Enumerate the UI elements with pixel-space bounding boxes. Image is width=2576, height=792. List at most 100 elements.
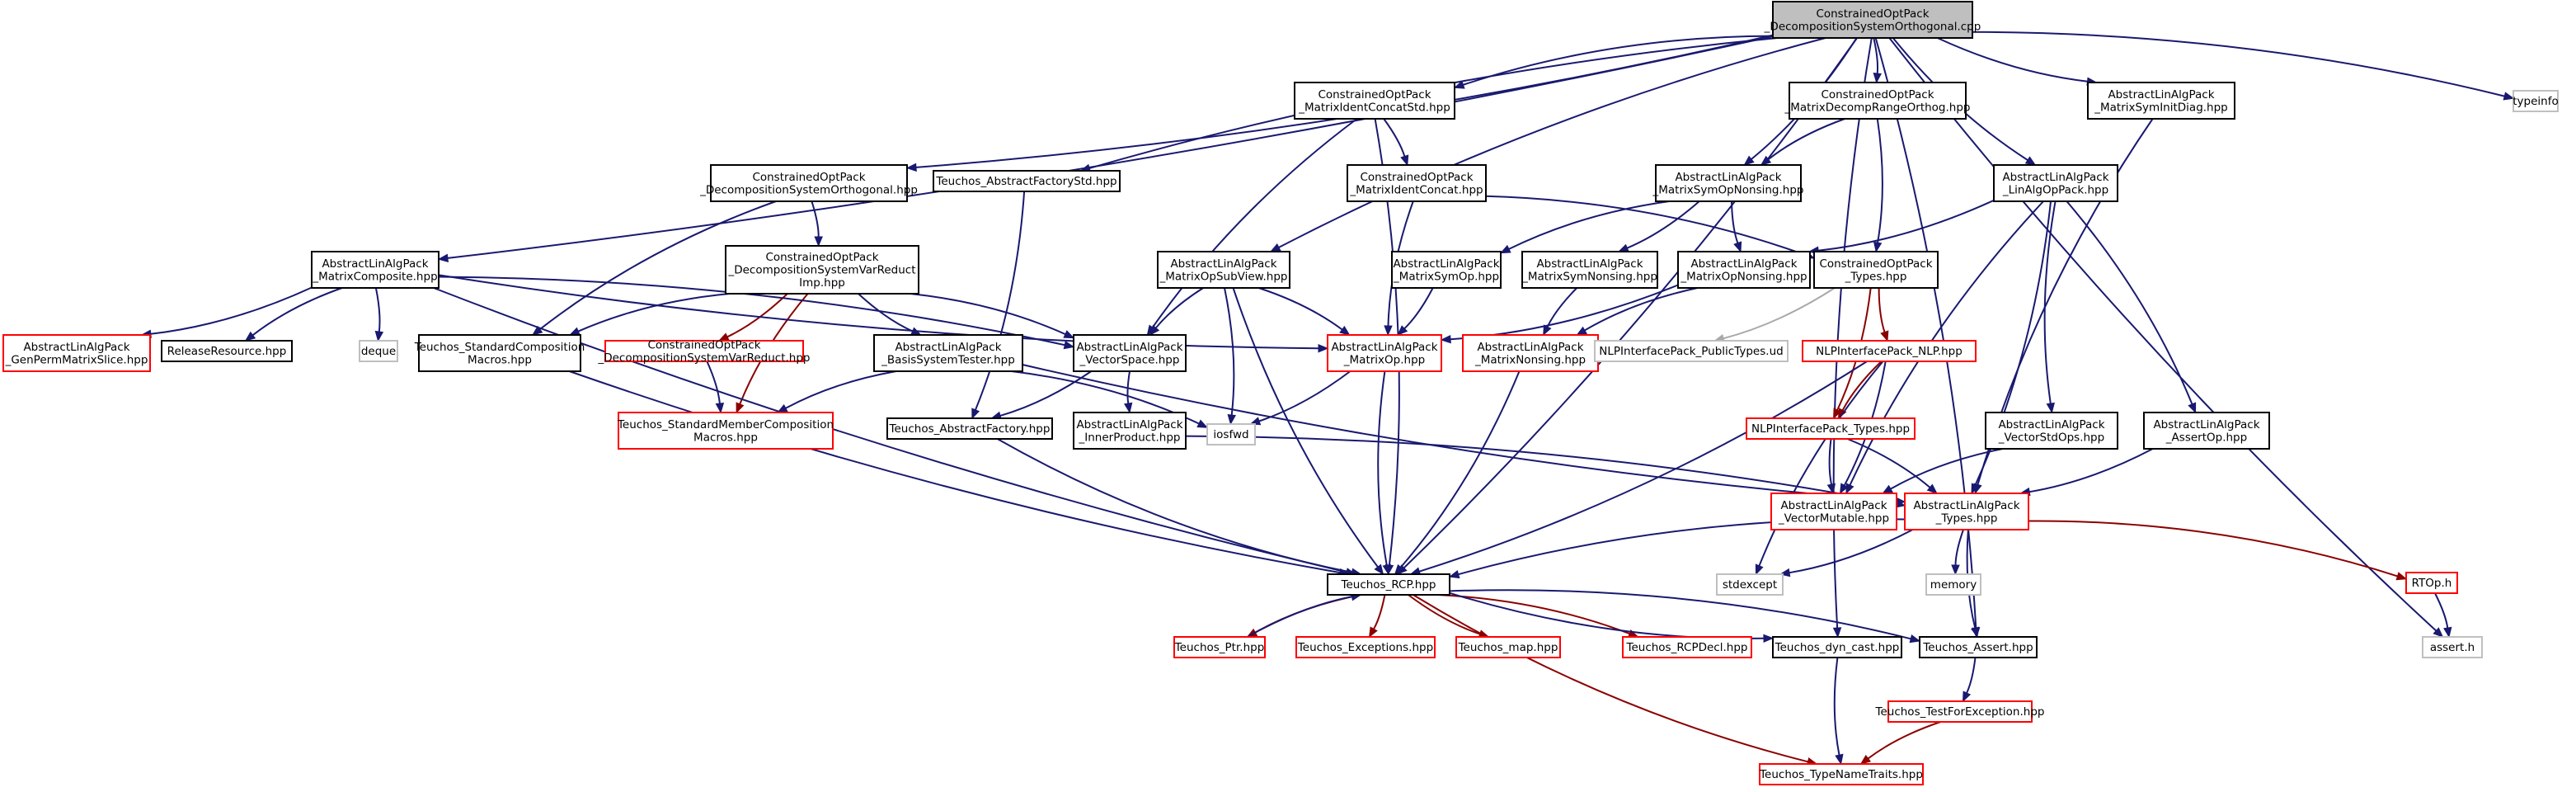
node-label-line: _DecompositionSystemVarReduct.hpp xyxy=(597,351,810,365)
node-label-line: Teuchos_Assert.hpp xyxy=(1922,641,2033,654)
node-mics[interactable]: ConstrainedOptPack_MatrixIdentConcatStd.… xyxy=(1294,82,1455,120)
node-dync[interactable]: Teuchos_dyn_cast.hpp xyxy=(1772,636,1902,658)
edge-alat-to-stdexcept xyxy=(1779,529,1914,578)
node-taf[interactable]: Teuchos_AbstractFactory.hpp xyxy=(886,417,1053,440)
node-box xyxy=(1347,164,1487,202)
edge-laop-to-vso xyxy=(2043,200,2057,414)
node-box xyxy=(311,251,440,289)
node-mso[interactable]: AbstractLinAlgPack_MatrixSymOp.hpp xyxy=(1391,251,1502,289)
node-box xyxy=(2513,90,2559,112)
node-tas[interactable]: Teuchos_Assert.hpp xyxy=(1919,636,2038,658)
node-rr[interactable]: ReleaseResource.hpp xyxy=(161,340,293,362)
node-label-line: NLPInterfacePack_PublicTypes.ud xyxy=(1599,345,1783,358)
node-deque: deque xyxy=(359,340,398,362)
node-msn[interactable]: AbstractLinAlgPack_MatrixSymNonsing.hpp xyxy=(1521,251,1658,289)
node-box xyxy=(1327,334,1442,372)
node-mosv[interactable]: AbstractLinAlgPack_MatrixOpSubView.hpp xyxy=(1157,251,1290,289)
node-vs[interactable]: AbstractLinAlgPack_VectorSpace.hpp xyxy=(1073,334,1187,372)
node-label-line: Teuchos_AbstractFactoryStd.hpp xyxy=(935,175,1116,188)
node-box xyxy=(1327,573,1450,596)
edge-root-to-tas xyxy=(1874,37,1981,639)
node-ptr[interactable]: Teuchos_Ptr.hpp xyxy=(1173,636,1266,658)
node-box xyxy=(1157,251,1290,289)
node-mop[interactable]: AbstractLinAlgPack_MatrixOp.hpp xyxy=(1327,334,1442,372)
node-label-line: AbstractLinAlgPack xyxy=(1170,257,1276,271)
edge-laop-to-alat xyxy=(1971,200,2052,495)
node-tnt[interactable]: Teuchos_TypeNameTraits.hpp xyxy=(1759,763,1924,785)
node-mdro[interactable]: ConstrainedOptPack_MatrixDecompRangeOrth… xyxy=(1784,82,1971,120)
edge-root-to-dync xyxy=(1832,37,1873,639)
node-nlp[interactable]: NLPInterfacePack_NLP.hpp xyxy=(1802,340,1977,362)
edge-msopn-to-mso xyxy=(1499,200,1670,254)
node-label-line: _DecompositionSystemVarReduct xyxy=(727,264,915,277)
node-label-line: ConstrainedOptPack xyxy=(765,251,878,264)
node-label-line: Teuchos_StandardComposition xyxy=(414,341,585,354)
node-tsmcm[interactable]: Teuchos_StandardMemberCompositionMacros.… xyxy=(617,412,834,450)
node-ao[interactable]: AbstractLinAlgPack_AssertOp.hpp xyxy=(2143,412,2270,450)
node-typeinfo: typeinfo xyxy=(2513,90,2559,112)
node-dso[interactable]: ConstrainedOptPack_DecompositionSystemOr… xyxy=(699,164,918,202)
node-msopn[interactable]: AbstractLinAlgPack_MatrixSymOpNonsing.hp… xyxy=(1652,164,1804,202)
edge-mosv-to-mop xyxy=(1258,287,1351,336)
node-root[interactable]: ConstrainedOptPack_DecompositionSystemOr… xyxy=(1764,1,1981,39)
node-mnon[interactable]: AbstractLinAlgPack_MatrixNonsing.hpp xyxy=(1462,334,1599,372)
node-label-line: AbstractLinAlgPack xyxy=(322,257,428,271)
node-mc[interactable]: AbstractLinAlgPack_MatrixComposite.hpp xyxy=(311,251,440,289)
node-label-line: AbstractLinAlgPack xyxy=(1913,499,2019,512)
node-nlpt[interactable]: NLPInterfacePack_Types.hpp xyxy=(1746,417,1916,440)
node-box xyxy=(1594,340,1789,362)
edge-mc-to-vs xyxy=(438,276,1075,350)
node-box xyxy=(1746,417,1916,440)
node-mon[interactable]: AbstractLinAlgPack_MatrixOpNonsing.hpp xyxy=(1677,251,1811,289)
node-label-line: deque xyxy=(361,345,396,358)
node-laop[interactable]: AbstractLinAlgPack_LinAlgOpPack.hpp xyxy=(1993,164,2118,202)
node-alat[interactable]: AbstractLinAlgPack_Types.hpp xyxy=(1904,493,2029,530)
edge-mnon-to-rcp xyxy=(1394,370,1521,576)
node-dsvri[interactable]: ConstrainedOptPack_DecompositionSystemVa… xyxy=(725,245,919,295)
node-label-line: AbstractLinAlgPack xyxy=(2002,171,2108,184)
edge-root-to-mc xyxy=(437,35,1774,262)
node-copt[interactable]: ConstrainedOptPack_Types.hpp xyxy=(1813,251,1939,289)
node-label-line: _LinAlgOpPack.hpp xyxy=(2002,183,2108,196)
node-exc[interactable]: Teuchos_Exceptions.hpp xyxy=(1295,636,1436,658)
node-ip[interactable]: AbstractLinAlgPack_InnerProduct.hpp xyxy=(1073,412,1187,450)
node-label-line: typeinfo xyxy=(2513,95,2558,108)
edge-dsvri-to-dsvr xyxy=(717,293,788,342)
node-rtop[interactable]: RTOp.h xyxy=(2405,572,2458,594)
node-label-line: ConstrainedOptPack xyxy=(1318,88,1431,101)
node-label-line: ConstrainedOptPack xyxy=(1360,171,1473,184)
edge-nlp-to-rcp xyxy=(1409,361,1868,576)
node-label-line: Imp.hpp xyxy=(799,276,845,290)
node-label-line: _MatrixSymNonsing.hpp xyxy=(1521,270,1657,283)
node-label-line: AbstractLinAlgPack xyxy=(2108,88,2214,101)
node-label-line: AbstractLinAlgPack xyxy=(1477,341,1583,354)
node-dsvr[interactable]: ConstrainedOptPack_DecompositionSystemVa… xyxy=(597,338,810,365)
node-vso[interactable]: AbstractLinAlgPack_VectorStdOps.hpp xyxy=(1985,412,2118,450)
node-box xyxy=(418,334,581,372)
node-nlppt: NLPInterfacePack_PublicTypes.ud xyxy=(1594,340,1789,362)
node-gpms[interactable]: AbstractLinAlgPack_GenPermMatrixSlice.hp… xyxy=(2,334,151,372)
node-label-line: ConstrainedOptPack xyxy=(752,171,865,184)
node-vm[interactable]: AbstractLinAlgPack_VectorMutable.hpp xyxy=(1770,493,1897,530)
node-map[interactable]: Teuchos_map.hpp xyxy=(1455,636,1561,658)
node-bst[interactable]: AbstractLinAlgPack_BasisSystemTester.hpp xyxy=(873,334,1023,372)
node-rcpd[interactable]: Teuchos_RCPDecl.hpp xyxy=(1622,636,1752,658)
node-mic[interactable]: ConstrainedOptPack_MatrixIdentConcat.hpp xyxy=(1347,164,1487,202)
edge-msopn-to-mon xyxy=(1731,200,1742,253)
node-box xyxy=(1073,412,1187,450)
node-tfe[interactable]: Teuchos_TestForException.hpp xyxy=(1875,700,2045,723)
node-label-line: Macros.hpp xyxy=(693,431,758,444)
edge-tfe-to-tnt xyxy=(1859,721,1941,765)
node-label-line: AbstractLinAlgPack xyxy=(1393,257,1499,271)
edge-tafs-to-taf xyxy=(971,191,1026,420)
node-tafs[interactable]: Teuchos_AbstractFactoryStd.hpp xyxy=(933,170,1121,192)
node-label-line: _MatrixOp.hpp xyxy=(1343,353,1425,366)
node-rcp[interactable]: Teuchos_RCP.hpp xyxy=(1327,573,1450,596)
node-box xyxy=(1925,573,1981,596)
node-label-line: _VectorMutable.hpp xyxy=(1778,512,1889,525)
edge-root-to-msid xyxy=(1937,37,2098,86)
node-box xyxy=(2143,412,2270,450)
node-msid[interactable]: AbstractLinAlgPack_MatrixSymInitDiag.hpp xyxy=(2087,82,2235,120)
